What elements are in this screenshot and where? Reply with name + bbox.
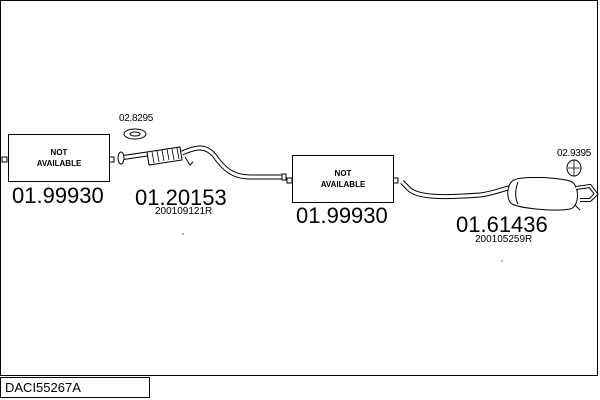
oem-number-4: 200105259R: [475, 234, 533, 245]
part-number-1[interactable]: 01.99930: [12, 183, 104, 208]
gasket-drawing: [123, 128, 147, 140]
oem-number-2: 200109121R: [155, 206, 213, 217]
diagram-code: DACI55267A: [0, 377, 150, 398]
diagram-frame: [0, 0, 598, 376]
not-available-box-3: NOT AVAILABLE: [292, 155, 394, 203]
part-number-3[interactable]: 01.99930: [296, 203, 388, 228]
rear-silencer-drawing: [400, 177, 599, 211]
front-pipe-drawing: [117, 145, 287, 181]
not-available-box-1: NOT AVAILABLE: [8, 134, 110, 182]
clamp-drawing: [566, 159, 582, 177]
fitting-number-4[interactable]: 02.9395: [557, 148, 592, 159]
fitting-number-2[interactable]: 02.8295: [119, 113, 154, 124]
part-number-4[interactable]: 01.61436: [456, 212, 548, 237]
part-number-2[interactable]: 01.20153: [135, 185, 227, 210]
connector-left-1: [1, 156, 8, 163]
